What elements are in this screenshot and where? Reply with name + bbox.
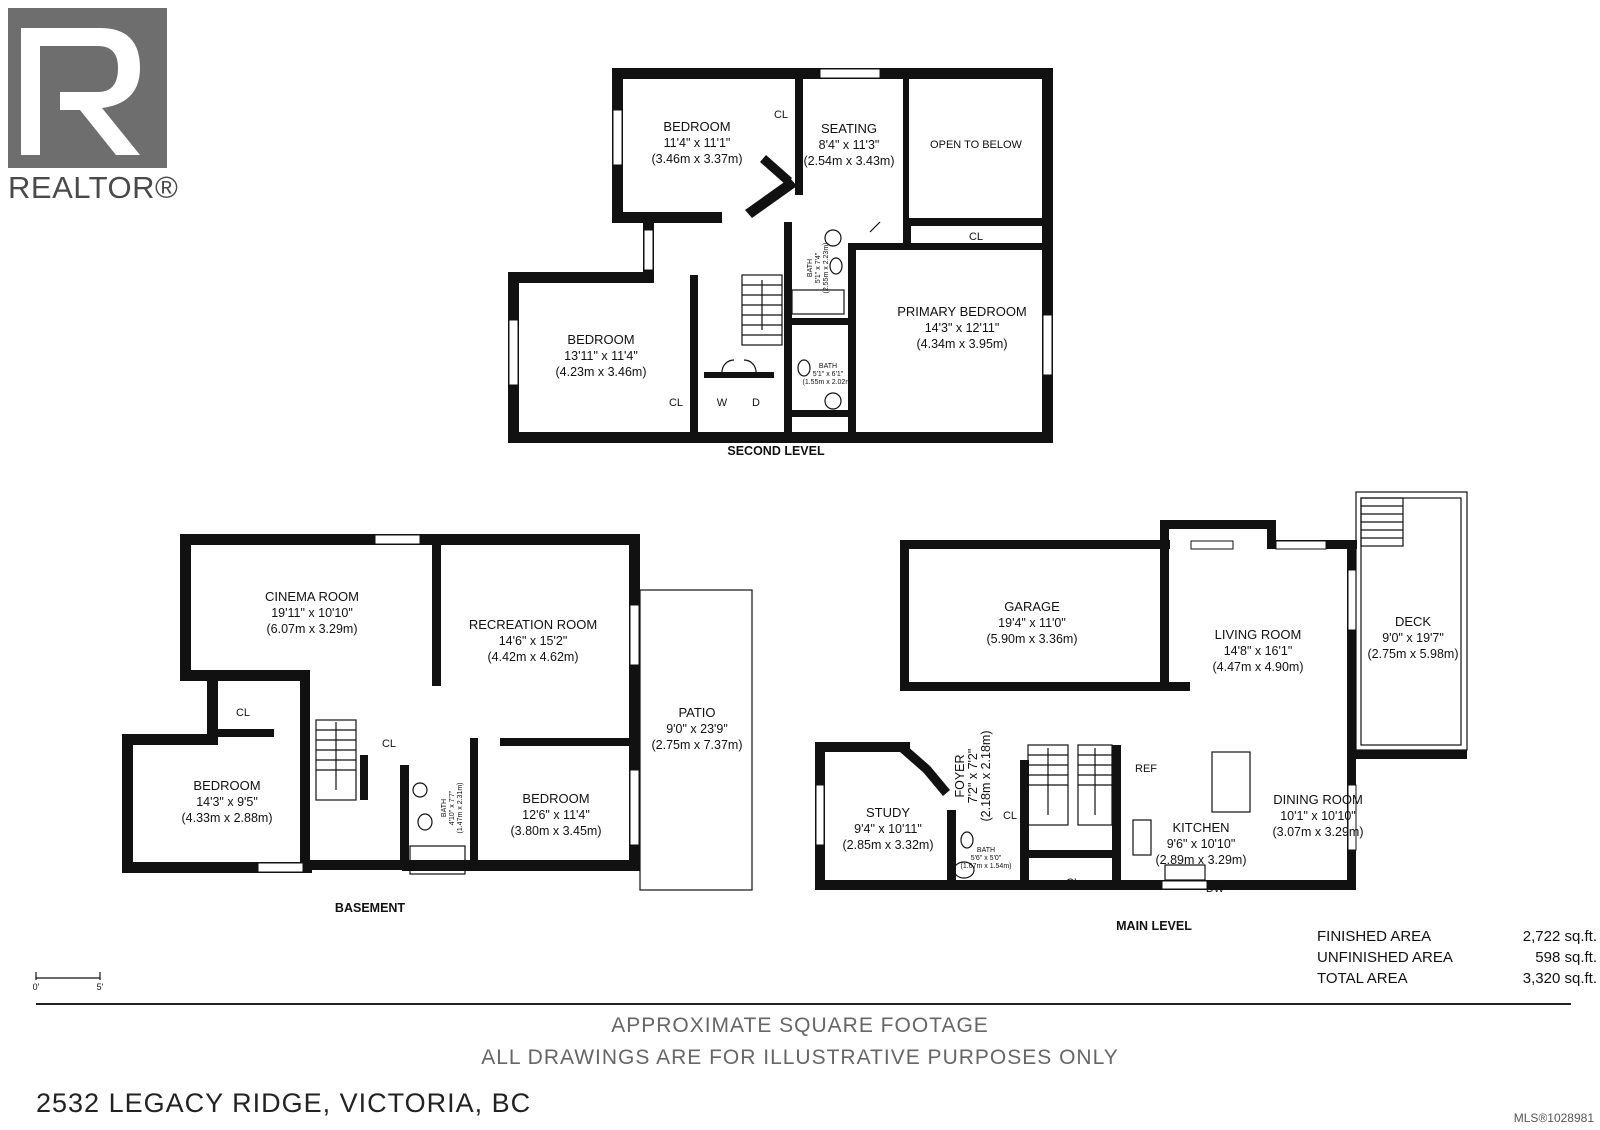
area-row: FINISHED AREA 2,722 sq.ft.: [1317, 928, 1597, 949]
basement-bath-imperial: 4'10" x 7'7": [449, 790, 456, 825]
main-bath-metric: (1.67m x 1.54m): [961, 863, 1012, 870]
disclaimer-line-1: APPROXIMATE SQUARE FOOTAGE: [611, 1014, 989, 1037]
scale-start: 0': [33, 982, 40, 992]
dining-room-metric: (3.07m x 3.29m): [1272, 825, 1363, 839]
ensuite-bath-name: BATH: [819, 363, 837, 370]
bedroom-upper-imperial: 11'4" x 11'1": [664, 136, 731, 150]
ensuite-bath-imperial: 5'1" x 6'1": [813, 371, 844, 378]
seating-metric: (2.54m x 3.43m): [803, 154, 894, 168]
study-imperial: 9'4" x 10'11": [854, 822, 922, 836]
upper-bath-metric: (2.55m x 2.23m): [823, 243, 830, 294]
area-summary: FINISHED AREA 2,722 sq.ft. UNFINISHED AR…: [1317, 928, 1597, 991]
bedroom-upper-metric: (3.46m x 3.37m): [651, 152, 742, 166]
living-room-imperial: 14'8" x 16'1": [1224, 644, 1293, 658]
seating-name: SEATING: [821, 121, 877, 136]
deck-name: DECK: [1395, 614, 1431, 629]
closet-label: CL: [1003, 810, 1017, 822]
cinema-room-imperial: 19'11" x 10'10": [271, 606, 353, 620]
living-room-name: LIVING ROOM: [1215, 627, 1302, 642]
footer-divider: [36, 1003, 1571, 1005]
mls-number: MLS®1028981: [1513, 1111, 1594, 1125]
area-row: UNFINISHED AREA 598 sq.ft.: [1317, 949, 1597, 970]
patio-name: PATIO: [678, 705, 715, 720]
basement-plan: BATH 4'10" x 7'7" (1.47m x 2.31m) BASEME…: [122, 534, 753, 915]
basement-bedroom-right-imperial: 12'6" x 11'4": [522, 808, 590, 822]
closet-label: CL: [669, 397, 683, 409]
living-room-metric: (4.47m x 4.90m): [1212, 660, 1303, 674]
basement-label: BASEMENT: [335, 901, 406, 915]
basement-bath-name: BATH: [441, 799, 448, 817]
seating-imperial: 8'4" x 11'3": [819, 138, 880, 152]
ensuite-bath-metric: (1.55m x 2.02m): [803, 379, 854, 386]
washer-label: W: [717, 397, 728, 409]
area-name: TOTAL AREA: [1317, 970, 1408, 987]
garage-name: GARAGE: [1004, 599, 1060, 614]
primary-bedroom-imperial: 14'3" x 12'11": [925, 321, 1000, 335]
basement-bedroom-right-metric: (3.80m x 3.45m): [510, 824, 601, 838]
cinema-room-metric: (6.07m x 3.29m): [266, 622, 357, 636]
patio-imperial: 9'0" x 23'9": [666, 722, 728, 736]
study-name: STUDY: [866, 805, 910, 820]
garage-metric: (5.90m x 3.36m): [986, 632, 1077, 646]
foyer-imperial: 7'2" x 7'2": [966, 749, 980, 804]
kitchen-name: KITCHEN: [1172, 820, 1229, 835]
closet-label: CL: [236, 707, 250, 719]
scale-end: 5': [97, 982, 104, 992]
basement-bedroom-left-name: BEDROOM: [193, 778, 260, 793]
second-level-label: SECOND LEVEL: [727, 444, 825, 458]
recreation-room-name: RECREATION ROOM: [469, 617, 597, 632]
recreation-room-imperial: 14'6" x 15'2": [499, 634, 568, 648]
basement-bath-metric: (1.47m x 2.31m): [457, 783, 464, 834]
dryer-label: D: [752, 397, 760, 409]
area-name: UNFINISHED AREA: [1317, 949, 1453, 966]
area-row: TOTAL AREA 3,320 sq.ft.: [1317, 970, 1597, 991]
main-bath-name: BATH: [977, 847, 995, 854]
cinema-room-name: CINEMA ROOM: [265, 589, 359, 604]
scale-bar: 0' 5': [33, 972, 104, 992]
closet-label: CL: [774, 109, 788, 121]
basement-bedroom-left-metric: (4.33m x 2.88m): [181, 811, 272, 825]
open-to-below-label: OPEN TO BELOW: [930, 139, 1023, 151]
garage-imperial: 19'4" x 11'0": [998, 616, 1066, 630]
main-level-plan: MAIN LEVEL GARAGE 19'4" x 11'0" (5.90m x…: [815, 491, 1468, 933]
dishwasher-label: DW: [1206, 883, 1225, 895]
bedroom-left-metric: (4.23m x 3.46m): [555, 365, 646, 379]
bedroom-upper-name: BEDROOM: [663, 119, 730, 134]
area-value: 2,722 sq.ft.: [1522, 928, 1597, 945]
main-level-label: MAIN LEVEL: [1116, 919, 1192, 933]
closet-label: CL: [382, 738, 396, 750]
property-address: 2532 LEGACY RIDGE, VICTORIA, BC: [36, 1088, 532, 1118]
bedroom-left-imperial: 13'11" x 11'4": [564, 349, 638, 363]
dining-room-imperial: 10'1" x 10'10": [1280, 809, 1356, 823]
realtor-wordmark: REALTOR®: [8, 170, 179, 205]
basement-bedroom-left-imperial: 14'3" x 9'5": [196, 795, 258, 809]
bedroom-left-name: BEDROOM: [567, 332, 634, 347]
area-name: FINISHED AREA: [1317, 928, 1432, 945]
basement-bedroom-right-name: BEDROOM: [522, 791, 589, 806]
study-metric: (2.85m x 3.32m): [842, 838, 933, 852]
disclaimer-line-2: ALL DRAWINGS ARE FOR ILLUSTRATIVE PURPOS…: [481, 1046, 1119, 1069]
closet-label: CL: [1066, 877, 1080, 889]
primary-bedroom-metric: (4.34m x 3.95m): [916, 337, 1007, 351]
kitchen-metric: (2.89m x 3.29m): [1155, 853, 1246, 867]
foyer-metric: (2.18m x 2.18m): [979, 730, 993, 821]
area-value: 598 sq.ft.: [1535, 949, 1597, 966]
kitchen-imperial: 9'6" x 10'10": [1167, 837, 1236, 851]
upper-bath-name: BATH: [807, 259, 814, 277]
dining-room-name: DINING ROOM: [1273, 792, 1363, 807]
upper-bath-imperial: 5'1" x 7'4": [815, 252, 822, 283]
patio-metric: (2.75m x 7.37m): [651, 738, 742, 752]
deck-imperial: 9'0" x 19'7": [1382, 631, 1444, 645]
deck-metric: (2.75m x 5.98m): [1367, 647, 1458, 661]
recreation-room-metric: (4.42m x 4.62m): [487, 650, 578, 664]
primary-bedroom-name: PRIMARY BEDROOM: [897, 304, 1027, 319]
area-value: 3,320 sq.ft.: [1522, 970, 1597, 987]
fridge-label: REF: [1135, 763, 1157, 775]
second-level-plan: SECOND LEVEL BEDROOM 11'4" x 11'1" (3.46…: [508, 68, 1053, 458]
realtor-logo: [8, 8, 167, 168]
foyer-name: FOYER: [953, 754, 967, 797]
main-bath-imperial: 5'6" x 5'0": [971, 855, 1002, 862]
closet-label: CL: [969, 231, 983, 243]
